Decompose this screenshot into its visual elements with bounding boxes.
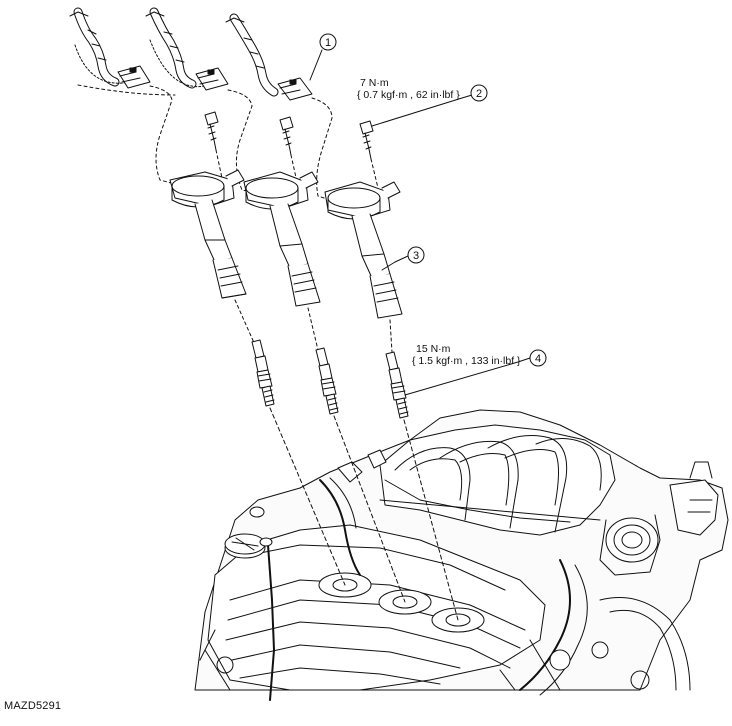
callout-3: 3 [407,246,425,264]
torque-label-4-nm: 15 N·m [416,343,451,355]
ignition-coils [169,169,403,319]
ignition-coil-2 [243,171,321,307]
spark-plug-2 [307,307,339,415]
bolt-2 [279,116,298,183]
torque-label-4-alt: { 1.5 kgf·m , 133 in·lbf } [412,355,521,367]
intake-manifold [379,424,616,536]
spark-plugs [234,299,409,419]
ignition-coil-3 [324,181,403,319]
svg-text:1: 1 [325,37,331,49]
valve-cover [207,524,546,691]
harness-connector-2 [195,67,229,91]
ignition-coil-1 [169,169,247,299]
installation-centerlines [269,407,459,621]
figure-id: MAZD5291 [4,700,62,712]
spark-plug-1 [234,299,275,407]
svg-text:4: 4 [535,353,541,365]
leader-lines [309,49,531,396]
harness-connector-1 [117,65,151,89]
dipstick [267,544,275,701]
harness-connector-3 [277,77,313,101]
spark-plug-3 [385,319,409,419]
svg-text:3: 3 [413,250,419,262]
bolt-3 [359,120,379,189]
callout-1: 1 [319,33,337,51]
bolt-1 [204,111,223,179]
throttle-body [599,514,661,576]
coil-bolts [204,111,379,189]
svg-text:2: 2 [476,88,482,100]
callout-4: 4 [529,349,547,367]
engine-assembly [194,409,729,701]
callout-2: 2 [470,84,488,102]
torque-label-2-nm: 7 N·m [360,77,389,89]
wire-harness [69,7,333,201]
torque-label-2-alt: { 0.7 kgf·m , 62 in·lbf } [357,89,460,101]
